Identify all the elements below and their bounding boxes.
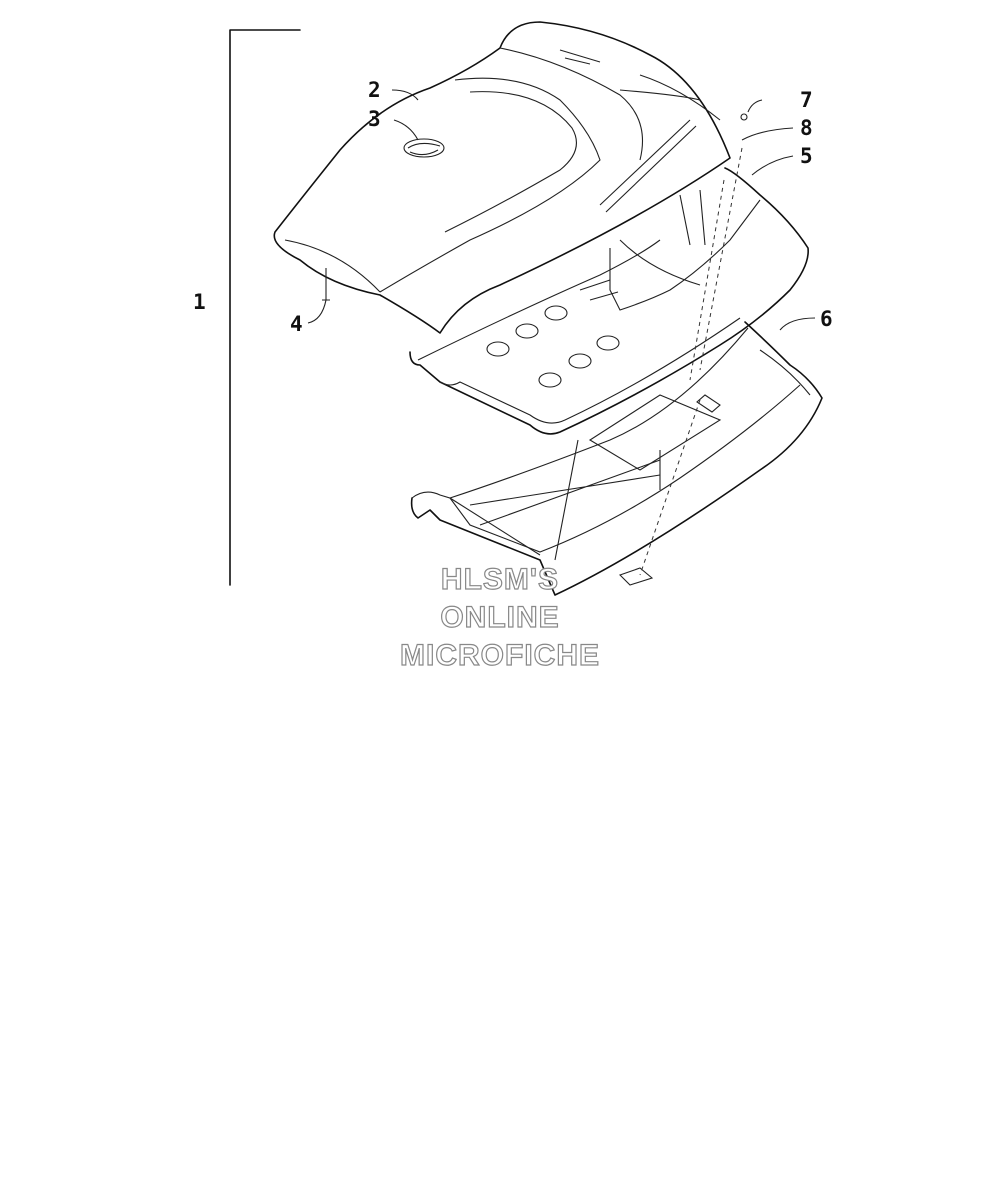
watermark-line-2: ONLINE: [440, 601, 559, 634]
callout-2: 2: [368, 78, 381, 102]
watermark-line-1: HLSM'S: [441, 563, 559, 596]
lower-frame-part: [410, 321, 823, 596]
watermark-line-3: MICROFICHE: [400, 639, 600, 672]
callout-5: 5: [800, 144, 813, 168]
callout-4: 4: [290, 312, 303, 336]
callout-8: 8: [800, 116, 813, 140]
callout-6: 6: [820, 307, 833, 331]
leader-lines: [307, 89, 816, 331]
callout-7: 7: [800, 88, 813, 112]
fastener-part: [639, 113, 748, 576]
emblem-part: [403, 138, 445, 158]
callout-1: 1: [193, 290, 206, 314]
base-tray-part: [409, 167, 809, 435]
hood-cover-part: [273, 21, 731, 334]
assembly-bracket: [229, 29, 301, 586]
callout-3: 3: [368, 107, 381, 131]
